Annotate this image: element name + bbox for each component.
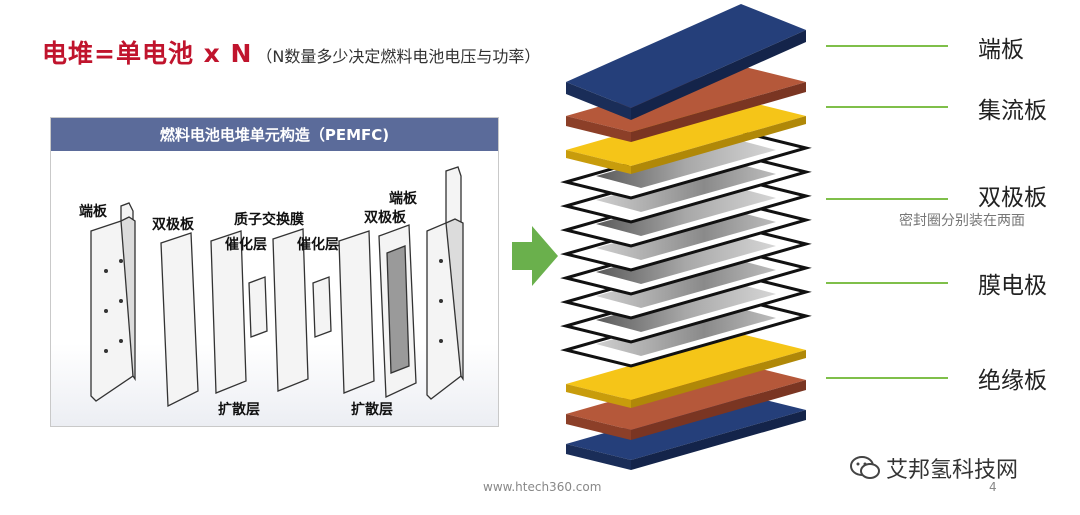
membrane-sheet	[272, 228, 309, 392]
brand-watermark: 艾邦氢科技网	[850, 452, 1018, 484]
brand-text: 艾邦氢科技网	[886, 458, 1019, 483]
exploded-cell-drawing	[90, 166, 464, 408]
catalyst-piece-2	[312, 276, 332, 338]
footer-url: www.htech360.com	[483, 480, 602, 494]
right-arrow-icon	[512, 226, 558, 286]
connector-end-plate	[826, 45, 948, 47]
label-bipolar: 双极板	[978, 185, 1047, 211]
connector-bipolar	[826, 198, 948, 200]
label-catalyst-right: 催化层	[297, 237, 339, 253]
catalyst-piece-1	[248, 276, 268, 338]
label-mea: 膜电极	[978, 273, 1047, 299]
wechat-icon	[850, 456, 880, 479]
slide-title: 电堆=单电池 x N（N数量多少决定燃料电池电压与功率）	[42, 34, 540, 70]
label-membrane: 质子交换膜	[234, 212, 304, 228]
label-insulator: 绝缘板	[978, 368, 1047, 394]
connector-mea	[826, 282, 948, 284]
bottom-insulator-plate	[566, 334, 806, 408]
title-main: 电堆=单电池 x N	[42, 39, 253, 68]
label-end-plate: 端板	[978, 37, 1024, 63]
panel-body: 端板 双极板 质子交换膜 催化层 催化层 端板 双极板 扩散层 扩散层	[51, 151, 498, 426]
label-bipolar-right: 双极板	[364, 210, 406, 226]
left-bipolar-shape	[160, 232, 199, 408]
label-bipolar-note: 密封圈分别装在两面	[899, 213, 1025, 229]
label-catalyst-left: 催化层	[225, 237, 267, 253]
pemfc-unit-panel: 燃料电池电堆单元构造（PEMFC)	[50, 117, 499, 427]
page-number: 4	[989, 480, 997, 494]
label-end-plate-right: 端板	[389, 191, 417, 207]
label-end-plate-left: 端板	[79, 204, 107, 220]
top-end-plate	[566, 4, 806, 120]
label-diffusion-right: 扩散层	[351, 402, 393, 418]
bottom-end-plate	[566, 394, 806, 470]
top-collector-gold	[566, 100, 806, 174]
connector-collector	[826, 106, 948, 108]
bottom-collector-plate	[566, 364, 806, 440]
diffusion-sheet-1	[210, 230, 247, 394]
connector-insulator	[826, 377, 948, 379]
title-sub: （N数量多少决定燃料电池电压与功率）	[256, 47, 541, 66]
label-bipolar-left: 双极板	[152, 217, 194, 233]
diffusion-sheet-2	[338, 230, 375, 394]
left-end-plate-shape	[90, 202, 134, 402]
label-diffusion-left: 扩散层	[218, 402, 260, 418]
label-collector: 集流板	[978, 98, 1047, 124]
stack-diagram	[560, 4, 812, 470]
panel-header: 燃料电池电堆单元构造（PEMFC)	[51, 118, 498, 151]
